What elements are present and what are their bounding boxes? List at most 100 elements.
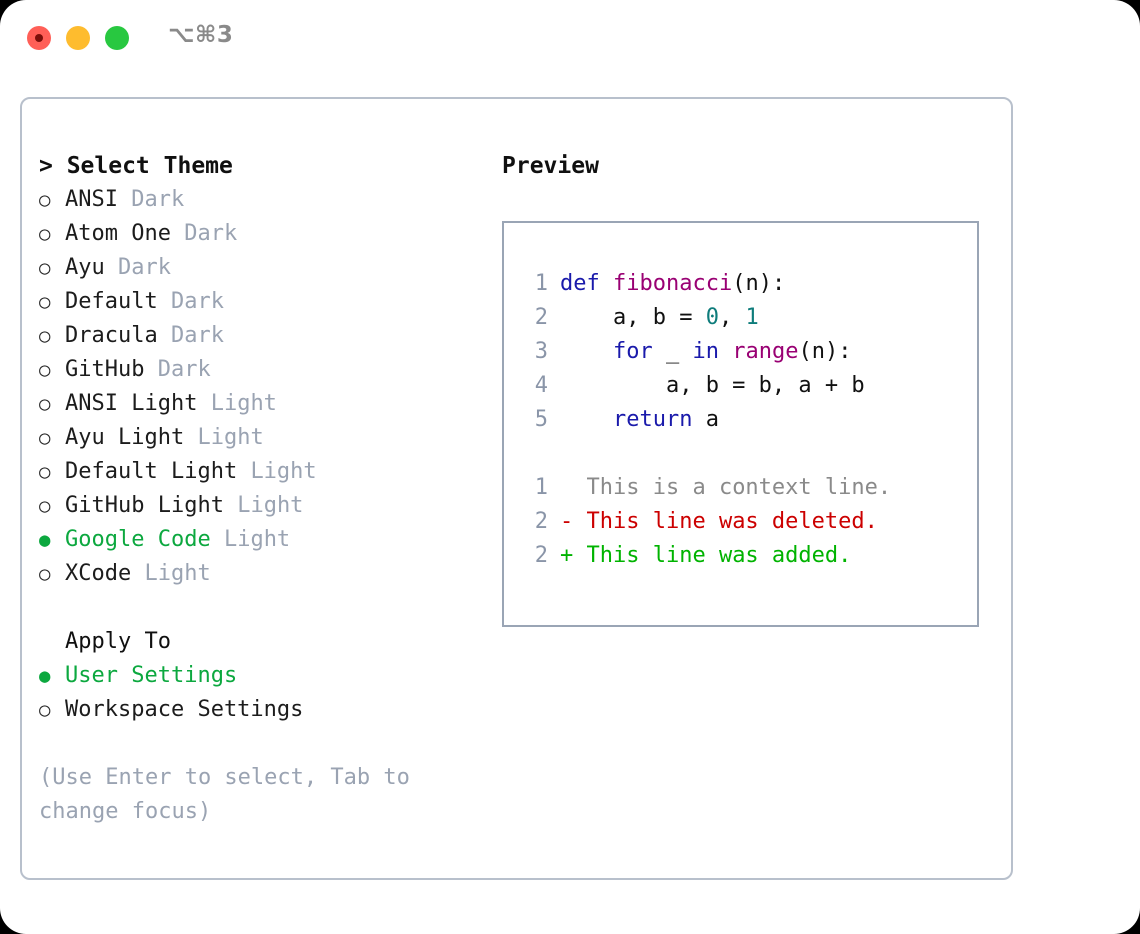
- radio-unselected-icon: ○: [39, 325, 51, 347]
- radio-unselected-icon: ○: [39, 427, 51, 449]
- minimize-window-icon[interactable]: [66, 26, 90, 50]
- radio-unselected-icon: ○: [39, 291, 51, 313]
- code-line: 1 def fibonacci(n):: [504, 267, 977, 301]
- code-line-text: a, b = b, a + b: [560, 369, 865, 403]
- theme-picker-panel: > Select Theme ○ANSI Dark○Atom One Dark○…: [20, 97, 1013, 880]
- code-token-plain: a: [692, 407, 719, 432]
- theme-row-ayu[interactable]: ○Ayu Dark: [39, 251, 479, 285]
- theme-name: XCode: [65, 561, 132, 586]
- theme-gap: [144, 353, 157, 387]
- code-token-kw: for: [612, 339, 653, 364]
- radio-unselected-icon: ○: [39, 223, 51, 245]
- apply-to-row-workspace-settings[interactable]: ○ Workspace Settings: [39, 693, 479, 727]
- apply-to-row-user-settings[interactable]: ● User Settings: [39, 659, 479, 693]
- theme-name: Ayu: [65, 255, 105, 280]
- window-controls: [27, 26, 129, 50]
- code-token-plain: [560, 407, 613, 432]
- diff-line-text: This line was deleted.: [573, 509, 878, 534]
- code-token-plain: a, b = b, a + b: [560, 373, 865, 398]
- theme-row-ansi-light[interactable]: ○ANSI Light Light: [39, 387, 479, 421]
- theme-variant-tag: Dark: [170, 323, 224, 348]
- keyboard-shortcut-label: ⌥⌘3: [168, 22, 234, 48]
- section-spacer: [39, 591, 479, 625]
- theme-row-github[interactable]: ○GitHub Dark: [39, 353, 479, 387]
- code-line-text: def fibonacci(n):: [560, 267, 785, 301]
- radio-unselected-icon: ○: [39, 393, 51, 415]
- theme-row-dracula[interactable]: ○ Dracula Dark: [39, 319, 479, 353]
- theme-row-ansi[interactable]: ○ ANSI Dark: [39, 183, 479, 217]
- code-line: 3 for _ in range(n):: [504, 335, 977, 369]
- apply-to-label: User Settings: [65, 663, 238, 688]
- theme-row-google-code[interactable]: ●Google Code Light: [39, 523, 479, 557]
- theme-name: GitHub: [65, 357, 145, 382]
- diff-line-text: This line was added.: [573, 543, 852, 568]
- diff-marker-ctx: [560, 471, 573, 505]
- diff-marker-add: +: [560, 543, 574, 568]
- theme-row-ayu-light[interactable]: ○Ayu Light Light: [39, 421, 479, 455]
- radio-unselected-icon: ○: [39, 563, 51, 585]
- theme-selection-column: > Select Theme ○ANSI Dark○Atom One Dark○…: [39, 149, 479, 829]
- code-token-plain: [560, 339, 613, 364]
- diff-line-number: 1: [534, 475, 548, 500]
- theme-gap: [158, 319, 171, 353]
- theme-row-github-light[interactable]: ○GitHub Light Light: [39, 489, 479, 523]
- theme-name: Default Light: [65, 459, 238, 484]
- diff-line-ctx: 1 This is a context line.: [504, 471, 977, 505]
- code-token-plain: _: [652, 339, 693, 364]
- code-token-num: 1: [745, 305, 759, 330]
- code-line-text: for _ in range(n):: [560, 335, 851, 369]
- theme-name: Default: [65, 289, 158, 314]
- theme-name: Ayu Light: [65, 425, 185, 450]
- code-token-kw: return: [612, 407, 693, 432]
- theme-row-xcode[interactable]: ○ XCode Light: [39, 557, 479, 591]
- code-line: 5 return a: [504, 403, 977, 437]
- theme-variant-tag: Dark: [131, 187, 185, 212]
- code-line-number: 5: [534, 407, 548, 432]
- close-window-icon[interactable]: [27, 26, 51, 50]
- diff-line-add: 2 + This line was added.: [504, 539, 977, 573]
- theme-row-default[interactable]: ○Default Dark: [39, 285, 479, 319]
- diff-marker-del: -: [560, 509, 574, 534]
- code-line-number: 2: [534, 305, 548, 330]
- code-token-kw: in: [692, 339, 719, 364]
- preview-heading: Preview: [502, 153, 599, 179]
- theme-name: Dracula: [65, 323, 158, 348]
- code-line-number: 1: [534, 271, 548, 296]
- theme-list[interactable]: ○ANSI Dark○Atom One Dark○Ayu Dark○Defaul…: [39, 183, 479, 591]
- diff-line-del: 2- This line was deleted.: [504, 505, 977, 539]
- code-line-number: 4: [534, 373, 548, 398]
- theme-variant-tag: Dark: [157, 357, 211, 382]
- radio-unselected-icon: ○: [39, 461, 51, 483]
- diff-line-text: This is a context line.: [573, 475, 892, 500]
- radio-selected-icon: ●: [39, 665, 51, 687]
- theme-variant-tag: Light: [250, 459, 317, 484]
- diff-preview-block: 1 This is a context line.2- This line wa…: [504, 471, 977, 573]
- theme-gap: [224, 489, 237, 523]
- code-token-plain: (n):: [732, 271, 786, 296]
- theme-row-atom-one[interactable]: ○ Atom One Dark: [39, 217, 479, 251]
- theme-gap: [158, 285, 171, 319]
- theme-name: ANSI: [65, 187, 118, 212]
- code-token-plain: ,: [718, 305, 746, 330]
- theme-name: ANSI Light: [65, 391, 198, 416]
- maximize-window-icon[interactable]: [105, 26, 129, 50]
- radio-unselected-icon: ○: [39, 699, 51, 721]
- keyboard-hint-text: (Use Enter to select, Tab to change focu…: [39, 765, 424, 824]
- theme-name: GitHub Light: [65, 493, 224, 518]
- radio-unselected-icon: ○: [39, 189, 51, 211]
- apply-to-label: Workspace Settings: [65, 697, 304, 722]
- code-line: 2 a, b = 0, 1: [504, 301, 977, 335]
- theme-variant-tag: Dark: [184, 221, 238, 246]
- theme-variant-tag: Light: [144, 561, 211, 586]
- radio-selected-icon: ●: [39, 529, 51, 551]
- diff-line-number: 2: [534, 543, 548, 568]
- theme-gap: [118, 183, 131, 217]
- apply-to-heading: Apply To: [65, 629, 171, 654]
- theme-row-default-light[interactable]: ○ Default Light Light: [39, 455, 479, 489]
- theme-gap: [105, 251, 118, 285]
- code-token-plain: (n):: [798, 339, 852, 364]
- apply-to-list[interactable]: ● User Settings ○ Workspace Settings: [39, 659, 479, 727]
- theme-name: Atom One: [65, 221, 171, 246]
